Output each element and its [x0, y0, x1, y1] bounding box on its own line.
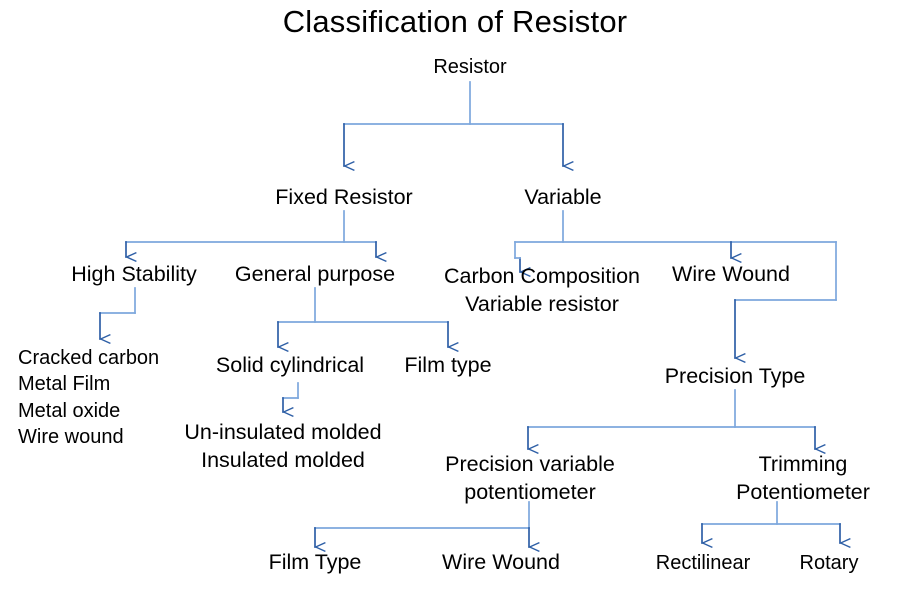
node-trimming-potentiometer[interactable]: Trimming Potentiometer [736, 450, 870, 507]
list-item: Insulated molded [201, 448, 365, 473]
node-rectilinear[interactable]: Rectilinear [655, 552, 751, 574]
node-fixed-resistor[interactable]: Fixed Resistor [275, 185, 413, 209]
node-high-stability[interactable]: High Stability [71, 262, 197, 286]
node-carbon-composition-variable-resistor[interactable]: Carbon Composition Variable resistor [444, 262, 640, 319]
node-high-stability-list[interactable]: Cracked carbon Metal Film Metal oxide Wi… [18, 345, 159, 451]
node-trimming-line-2: Potentiometer [736, 480, 870, 505]
list-item: Wire wound [18, 426, 124, 449]
node-precision-variable-line-1: Precision variable [445, 452, 615, 476]
node-trimming-line-1: Trimming [758, 452, 848, 476]
node-resistor[interactable]: Resistor [433, 56, 507, 78]
node-variable[interactable]: Variable [524, 185, 602, 209]
node-carbon-composition-line-1: Carbon Composition [444, 264, 640, 288]
list-item: Un-insulated molded [184, 420, 382, 444]
list-item: Cracked carbon [18, 347, 160, 369]
node-precision-variable-line-2: potentiometer [464, 480, 596, 505]
page-title: Classification of Resistor [282, 4, 628, 39]
node-carbon-composition-line-2: Variable resistor [465, 292, 619, 317]
node-general-purpose[interactable]: General purpose [234, 262, 396, 286]
node-film-type[interactable]: Film type [404, 353, 492, 377]
node-wire-wound-variable[interactable]: Wire Wound [672, 262, 790, 286]
node-solid-cylindrical[interactable]: Solid cylindrical [215, 353, 365, 377]
node-rotary[interactable]: Rotary [799, 552, 859, 574]
node-precision-variable-potentiometer[interactable]: Precision variable potentiometer [445, 450, 615, 507]
list-item: Metal Film [18, 373, 111, 396]
node-precision-type[interactable]: Precision Type [664, 364, 806, 388]
node-film-type-2[interactable]: Film Type [268, 550, 362, 574]
node-wire-wound-2[interactable]: Wire Wound [442, 550, 560, 574]
list-item: Metal oxide [18, 399, 121, 422]
node-molded-list[interactable]: Un-insulated molded Insulated molded [184, 418, 381, 475]
